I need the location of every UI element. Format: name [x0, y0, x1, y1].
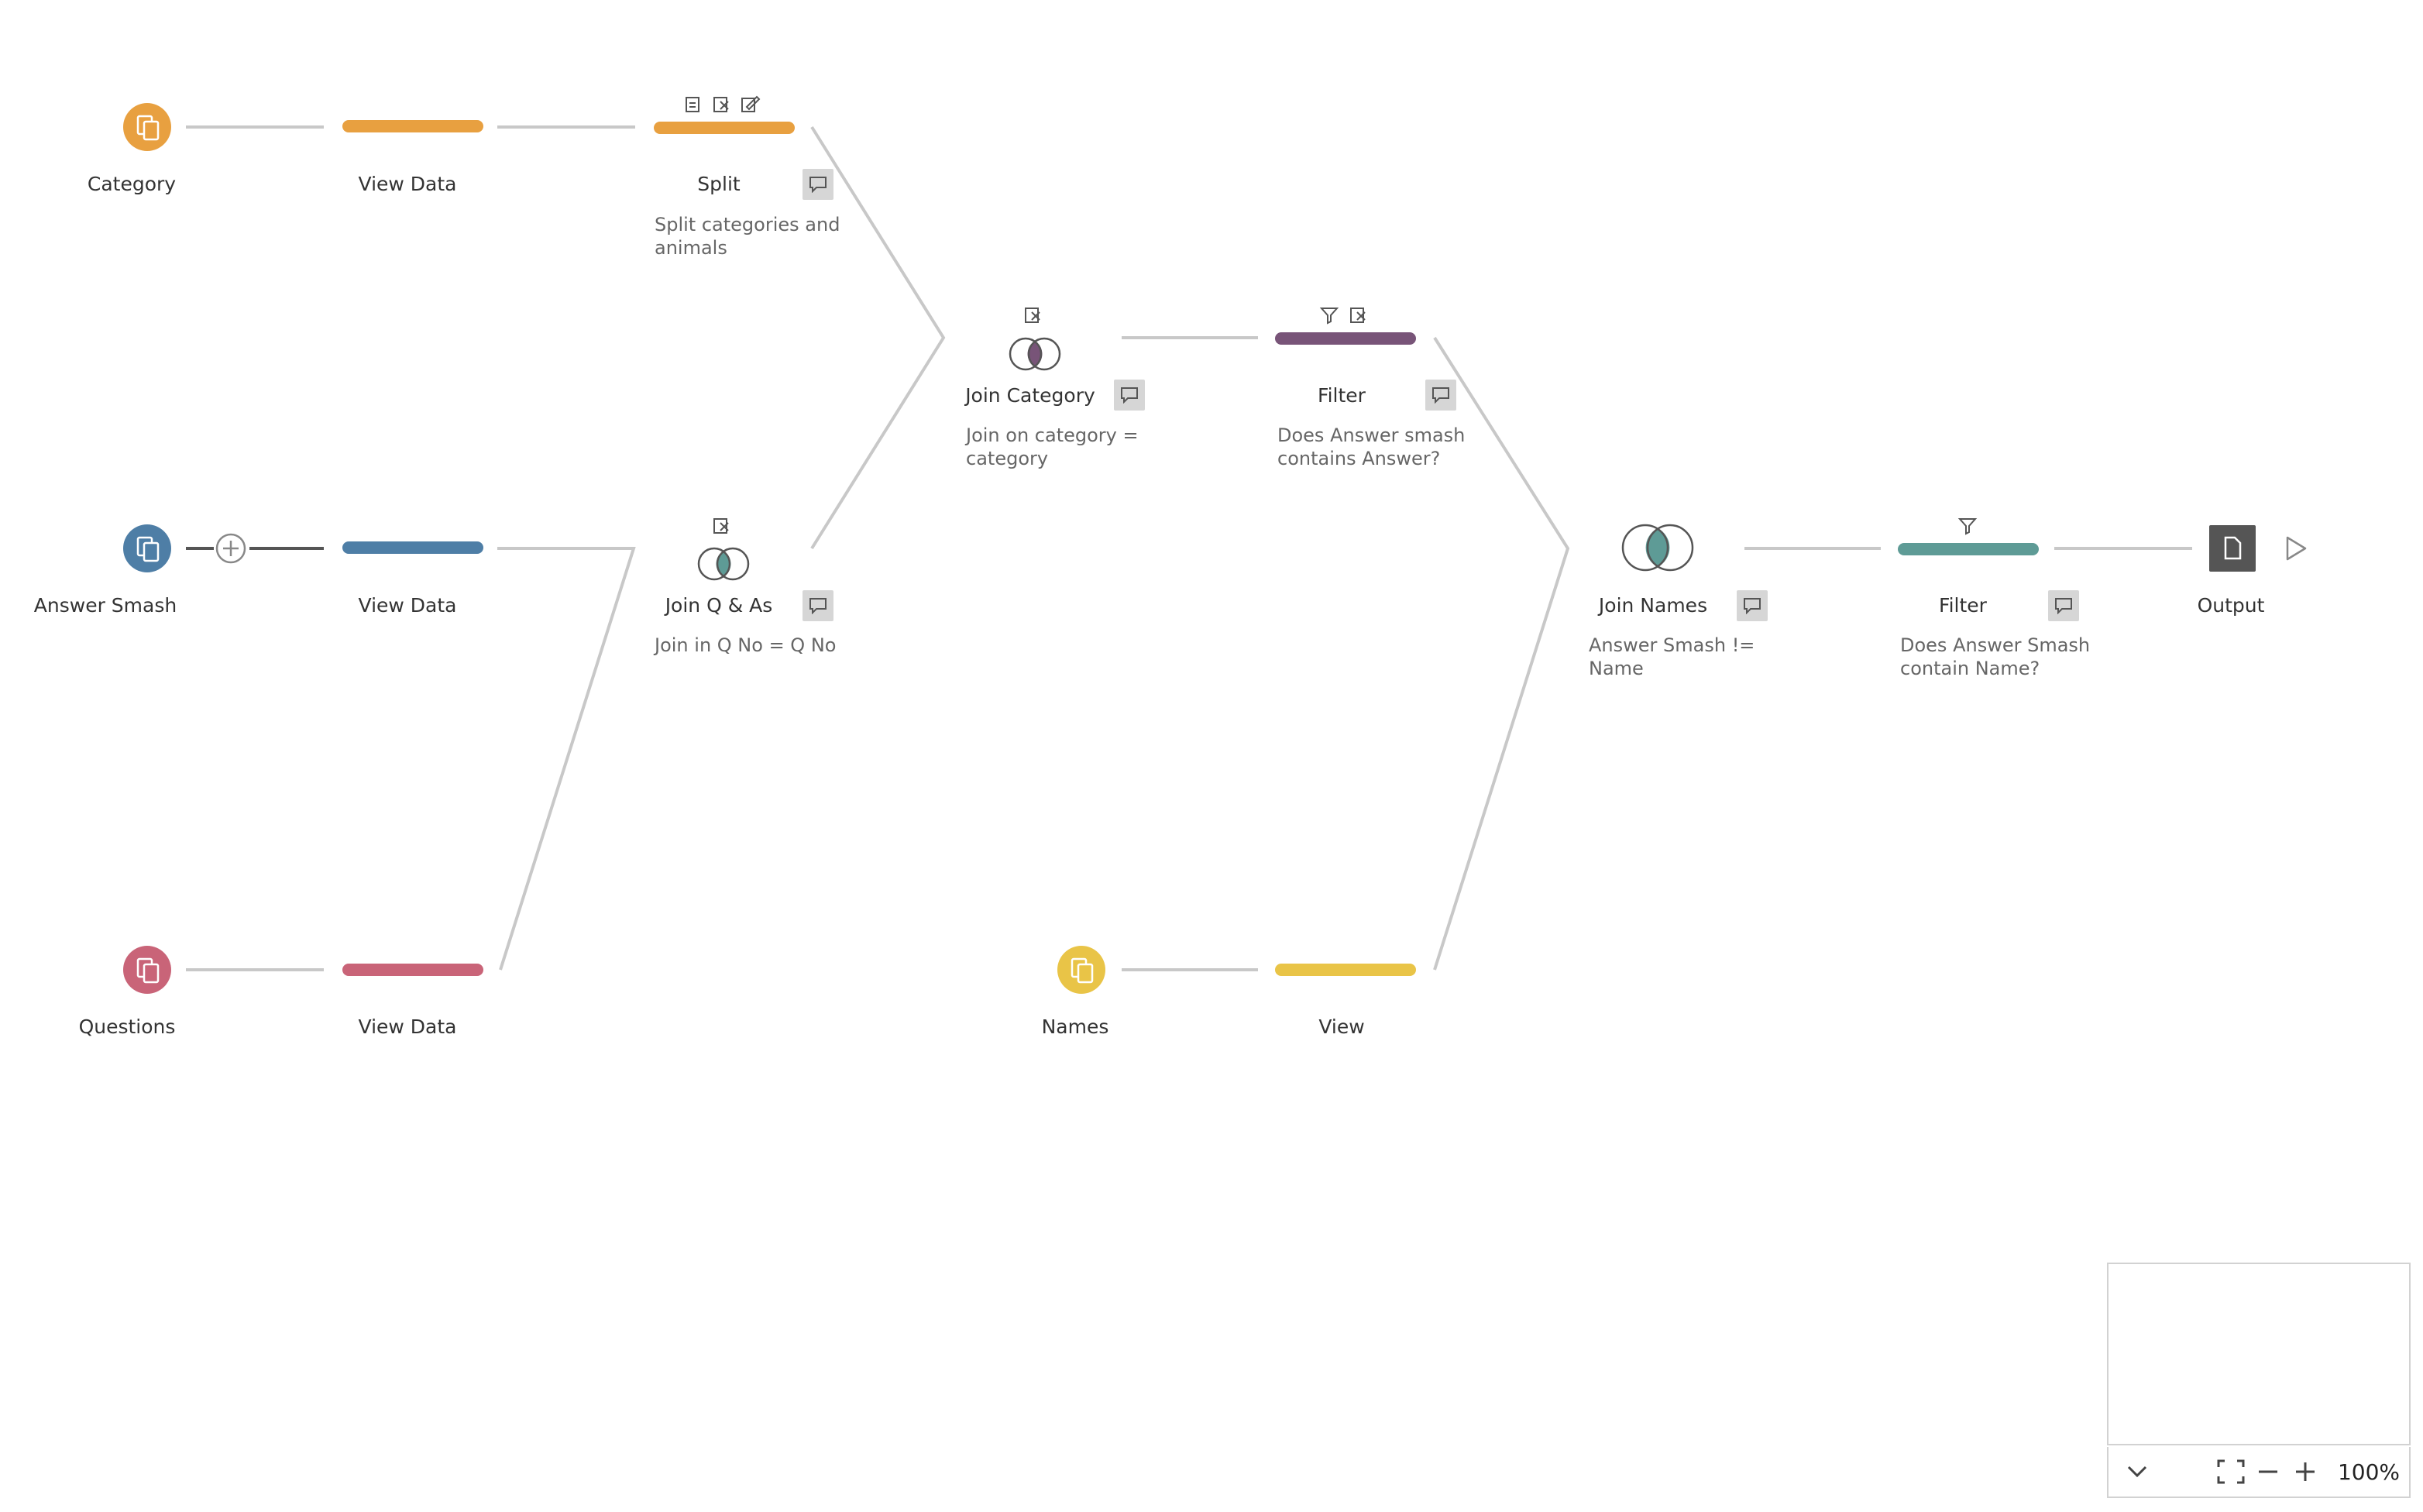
filter-2-comment-button[interactable] [2048, 590, 2079, 621]
minimap[interactable] [2107, 1263, 2411, 1445]
join-category-description: Join on category = category [966, 424, 1139, 470]
input-file-icon [136, 115, 160, 141]
join-names-description-line-1: Answer Smash != [1589, 634, 1755, 656]
filter-1-step[interactable] [1275, 332, 1416, 345]
output-label: Output [2197, 594, 2265, 617]
remove-field-icon [713, 97, 729, 112]
filter-1-label: Filter [1318, 384, 1366, 407]
add-step-icon[interactable] [215, 533, 246, 564]
filter-1-description-line-1: Does Answer smash [1277, 424, 1466, 446]
filter-icon [1957, 518, 1978, 535]
view-data-1-step[interactable] [342, 120, 483, 132]
zoom-in-icon[interactable] [2294, 1461, 2316, 1483]
fit-to-screen-icon[interactable] [2217, 1459, 2245, 1484]
questions-input-node[interactable] [123, 946, 171, 994]
comment-icon [1432, 387, 1449, 404]
comment-icon [2055, 598, 2072, 614]
split-description-line-2: animals [655, 237, 727, 259]
join-qas-label: Join Q & As [665, 594, 773, 617]
join-qas-change-icon[interactable] [713, 518, 729, 534]
view-step[interactable] [1275, 964, 1416, 976]
filter-1-description-line-2: contains Answer? [1277, 448, 1441, 469]
filter-1-description: Does Answer smash contains Answer? [1277, 424, 1465, 470]
filter-2-step[interactable] [1898, 543, 2039, 555]
filter-1-change-icons[interactable] [1319, 308, 1366, 325]
join-names-description: Answer Smash != Name [1589, 634, 1755, 680]
chevron-down-icon[interactable] [2126, 1462, 2149, 1481]
connector-split-join-category [810, 125, 946, 550]
join-category-node[interactable] [1009, 337, 1061, 371]
view-data-2-step[interactable] [342, 541, 483, 554]
split-comment-button[interactable] [803, 169, 833, 200]
output-file-icon [2224, 536, 2242, 560]
join-names-comment-button[interactable] [1737, 590, 1768, 621]
join-category-description-line-2: category [966, 448, 1049, 469]
zoom-out-icon[interactable] [2257, 1461, 2279, 1483]
view-data-3-step[interactable] [342, 964, 483, 976]
join-category-description-line-1: Join on category = [966, 424, 1139, 446]
output-node[interactable] [2209, 525, 2256, 572]
filter-2-description-line-2: contain Name? [1900, 658, 2040, 679]
filter-1-comment-button[interactable] [1425, 380, 1456, 411]
minimap-controls: 100% [2107, 1447, 2411, 1498]
split-description: Split categories and animals [655, 213, 840, 259]
filter-2-change-icon[interactable] [1957, 518, 1978, 535]
connector-filter-join-names [1433, 336, 1570, 971]
filter-2-label: Filter [1939, 594, 1987, 617]
category-input-node[interactable] [123, 103, 171, 151]
join-category-change-icon[interactable] [1025, 308, 1040, 323]
split-column-icon [686, 97, 699, 112]
comment-icon [1744, 598, 1761, 614]
join-qas-node[interactable] [697, 547, 750, 581]
zoom-level[interactable]: 100% [2337, 1459, 2400, 1485]
connector-view-join-qas [497, 547, 636, 971]
filter-2-description-line-1: Does Answer Smash [1900, 634, 2091, 656]
view-data-2-label: View Data [358, 594, 457, 617]
join-names-node[interactable] [1621, 524, 1694, 572]
filter-2-description: Does Answer Smash contain Name? [1900, 634, 2090, 680]
category-label: Category [87, 173, 177, 195]
view-data-3-label: View Data [358, 1015, 457, 1038]
comment-icon [1121, 387, 1138, 404]
comment-icon [809, 177, 827, 193]
remove-field-icon [1350, 308, 1366, 323]
names-label: Names [1041, 1015, 1109, 1038]
split-changes-icons[interactable] [686, 95, 761, 112]
split-step[interactable] [654, 122, 795, 134]
view-label: View [1318, 1015, 1365, 1038]
input-file-icon [136, 536, 160, 562]
run-flow-icon[interactable] [2286, 536, 2307, 561]
join-category-comment-button[interactable] [1114, 380, 1145, 411]
input-file-icon [1071, 957, 1094, 984]
join-names-description-line-2: Name [1589, 658, 1644, 679]
questions-label: Questions [78, 1015, 176, 1038]
view-data-1-label: View Data [358, 173, 457, 195]
names-input-node[interactable] [1057, 946, 1105, 994]
split-label: Split [697, 173, 741, 195]
answer-smash-input-node[interactable] [123, 524, 171, 572]
split-description-line-1: Split categories and [655, 214, 840, 235]
join-qas-description: Join in Q No = Q No [655, 634, 837, 656]
join-qas-comment-button[interactable] [803, 590, 833, 621]
comment-icon [809, 598, 827, 614]
answer-smash-label: Answer Smash [33, 594, 177, 617]
filter-icon [1319, 308, 1339, 325]
connectors [186, 125, 2192, 971]
join-category-label: Join Category [965, 384, 1095, 407]
input-file-icon [136, 957, 160, 984]
join-names-label: Join Names [1598, 594, 1708, 617]
edit-icon [741, 95, 761, 112]
